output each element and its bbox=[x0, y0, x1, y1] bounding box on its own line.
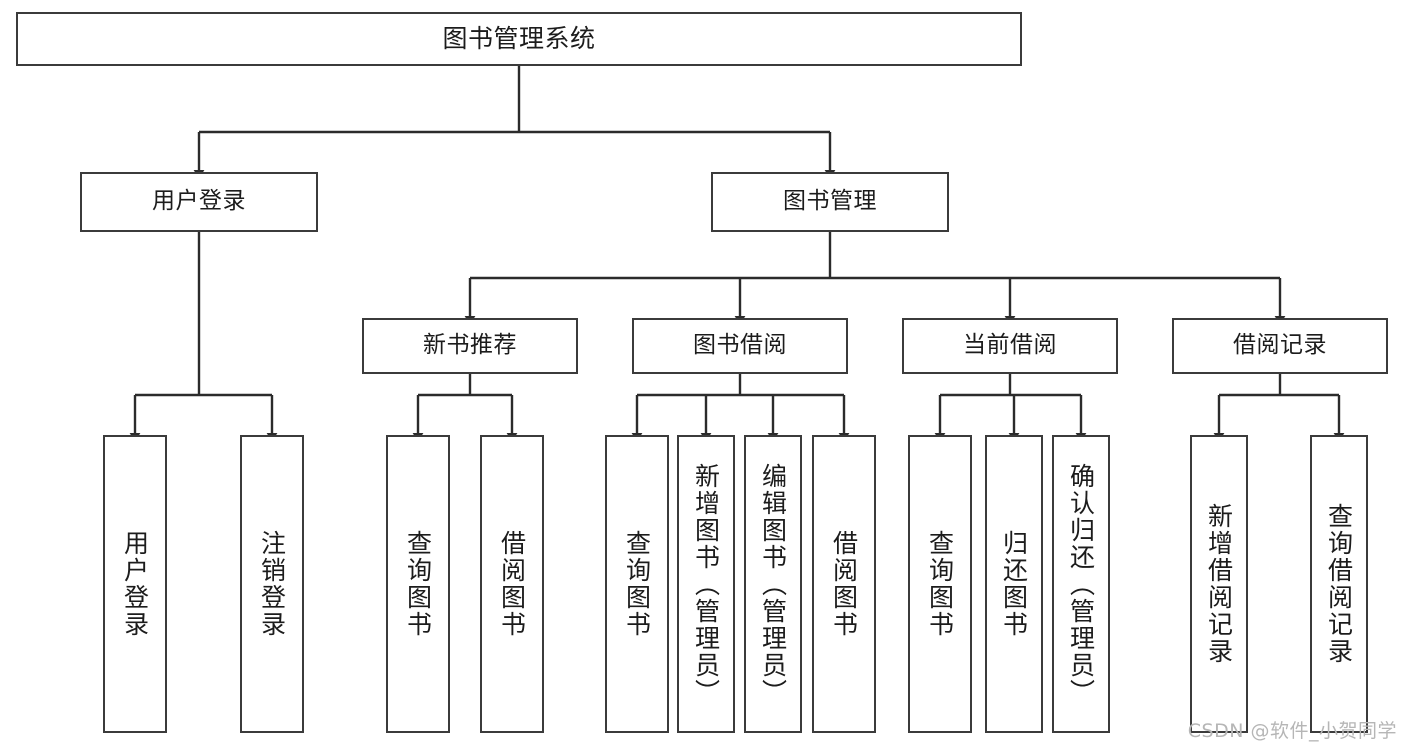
node-leaf-logout[interactable]: 注销登录 bbox=[240, 435, 304, 733]
node-label: 图书管理系统 bbox=[442, 24, 596, 54]
node-label: 借阅记录 bbox=[1233, 332, 1327, 359]
node-leaf-edit-book[interactable]: 编辑图书（管理员） bbox=[744, 435, 802, 733]
node-label: 确认归还（管理员） bbox=[1066, 462, 1096, 706]
node-leaf-query-book-2[interactable]: 查询图书 bbox=[605, 435, 669, 733]
node-label: 查询图书 bbox=[925, 530, 955, 638]
node-label: 注销登录 bbox=[257, 530, 287, 638]
node-leaf-query-record[interactable]: 查询借阅记录 bbox=[1310, 435, 1368, 733]
node-leaf-return-book[interactable]: 归还图书 bbox=[985, 435, 1043, 733]
node-label: 借阅图书 bbox=[829, 530, 859, 638]
node-label: 新增图书（管理员） bbox=[691, 462, 721, 706]
node-label: 编辑图书（管理员） bbox=[758, 462, 788, 706]
node-leaf-confirm-return[interactable]: 确认归还（管理员） bbox=[1052, 435, 1110, 733]
watermark-text: CSDN @软件_小贺同学 bbox=[1187, 720, 1397, 742]
node-label: 查询图书 bbox=[622, 530, 652, 638]
node-label: 归还图书 bbox=[999, 530, 1029, 638]
node-label: 用户登录 bbox=[120, 530, 150, 638]
node-label: 当前借阅 bbox=[963, 332, 1057, 359]
node-book-manage[interactable]: 图书管理 bbox=[711, 172, 949, 232]
node-label: 查询借阅记录 bbox=[1324, 503, 1354, 665]
node-leaf-query-book-1[interactable]: 查询图书 bbox=[386, 435, 450, 733]
node-root[interactable]: 图书管理系统 bbox=[16, 12, 1022, 66]
node-label: 图书管理 bbox=[783, 188, 877, 215]
edge-group bbox=[129, 66, 1345, 442]
node-leaf-user-login[interactable]: 用户登录 bbox=[103, 435, 167, 733]
node-leaf-borrow-book-2[interactable]: 借阅图书 bbox=[812, 435, 876, 733]
node-label: 借阅图书 bbox=[497, 530, 527, 638]
node-leaf-borrow-book-1[interactable]: 借阅图书 bbox=[480, 435, 544, 733]
node-label: 图书借阅 bbox=[693, 332, 787, 359]
node-label: 查询图书 bbox=[403, 530, 433, 638]
node-current-borrow[interactable]: 当前借阅 bbox=[902, 318, 1118, 374]
node-user-login[interactable]: 用户登录 bbox=[80, 172, 318, 232]
node-label: 用户登录 bbox=[152, 188, 246, 215]
node-book-borrow[interactable]: 图书借阅 bbox=[632, 318, 848, 374]
node-label: 新增借阅记录 bbox=[1204, 503, 1234, 665]
node-leaf-query-book-3[interactable]: 查询图书 bbox=[908, 435, 972, 733]
node-label: 新书推荐 bbox=[423, 332, 517, 359]
node-new-book-rec[interactable]: 新书推荐 bbox=[362, 318, 578, 374]
node-leaf-add-record[interactable]: 新增借阅记录 bbox=[1190, 435, 1248, 733]
node-leaf-add-book[interactable]: 新增图书（管理员） bbox=[677, 435, 735, 733]
node-borrow-record[interactable]: 借阅记录 bbox=[1172, 318, 1388, 374]
